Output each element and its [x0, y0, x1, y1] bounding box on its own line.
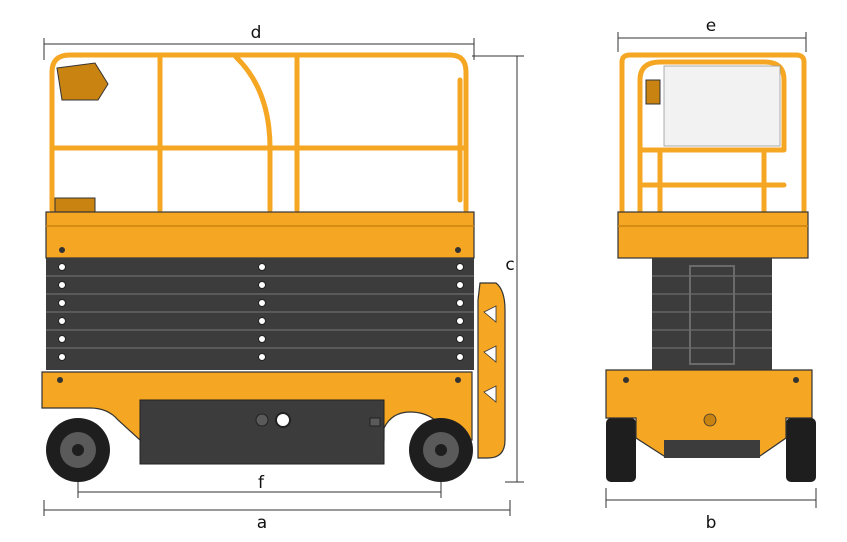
- side-guard-rail: [49, 52, 469, 213]
- ladder-step: [483, 305, 497, 323]
- dimension-label-c: c: [505, 255, 514, 275]
- chassis-bolt: [455, 377, 461, 383]
- side-front-wheel: [409, 418, 473, 482]
- front-guard-rail: [619, 52, 807, 218]
- battery-tray: [139, 399, 385, 465]
- front-platform-deck: [617, 211, 809, 259]
- side-view: [41, 52, 506, 482]
- dimension-lines: [43, 32, 817, 516]
- front-control-box: [645, 79, 661, 105]
- deck-bolt: [455, 247, 461, 253]
- dimension-label-e: e: [706, 16, 716, 36]
- dimension-label-a: a: [257, 513, 267, 533]
- key-switch: [255, 413, 269, 427]
- front-left-tire: [606, 418, 636, 482]
- front-chassis-bolt: [793, 377, 799, 383]
- side-rear-wheel: [46, 418, 110, 482]
- front-chassis-bolt: [623, 377, 629, 383]
- deck-bolt: [59, 247, 65, 253]
- side-scissor-stack: [46, 258, 474, 370]
- front-rail-panel: [663, 65, 781, 147]
- ladder-step: [483, 385, 497, 403]
- control-box: [56, 62, 109, 101]
- ladder-step: [483, 345, 497, 363]
- front-right-tire: [786, 418, 816, 482]
- front-underbody: [664, 440, 760, 458]
- emergency-stop-button: [275, 412, 291, 428]
- chassis-bolt: [57, 377, 63, 383]
- access-ladder: [477, 282, 506, 459]
- dimension-label-b: b: [706, 513, 717, 533]
- dimension-label-f: f: [258, 473, 265, 493]
- charger-port: [369, 417, 381, 427]
- side-platform-deck: [45, 211, 475, 259]
- front-view: [605, 52, 816, 482]
- front-scissor-stack: [652, 258, 772, 370]
- front-logo-badge: [703, 413, 717, 427]
- dimension-label-d: d: [251, 23, 262, 43]
